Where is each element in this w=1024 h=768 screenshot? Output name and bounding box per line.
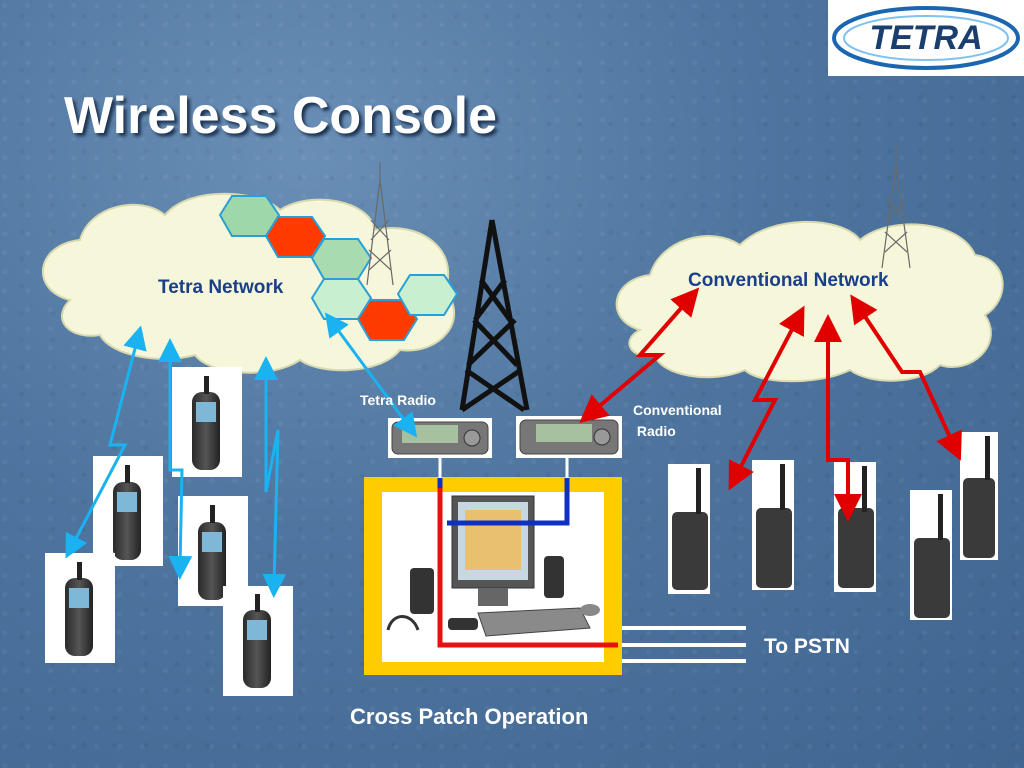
conventional-radio-label: Conventional Radio (633, 402, 722, 439)
tetra-radio-links (65, 312, 418, 598)
walkie-talkie-icon (960, 432, 998, 560)
conventional-radio-links (579, 287, 962, 522)
walkie-talkie-icon (752, 460, 794, 590)
console-workstation-icon (364, 477, 622, 675)
tetra-network-label: Tetra Network (158, 277, 284, 298)
tower-icon (459, 219, 530, 413)
to-pstn-label: To PSTN (764, 635, 850, 658)
conventional-network-label: Conventional Network (688, 270, 889, 291)
logo-text: TETRA (869, 19, 982, 57)
handset-icon (93, 456, 163, 566)
walkie-talkie-icon (668, 464, 710, 594)
page-title: Wireless Console (64, 87, 498, 145)
tower-icon (881, 145, 911, 269)
handset-icon (223, 586, 293, 696)
conventional-network-cloud (615, 220, 1004, 383)
console-wiring (437, 458, 618, 648)
tetra-radio-label: Tetra Radio (360, 392, 436, 408)
mobile-radio-icon (388, 418, 492, 458)
tetra-logo: TETRA (828, 0, 1024, 76)
mobile-radio-icon (516, 416, 622, 458)
tower-icon (366, 162, 394, 286)
handset-icon (172, 367, 242, 477)
cross-patch-label: Cross Patch Operation (350, 704, 589, 729)
walkie-talkie-icon (834, 462, 876, 592)
walkie-talkie-icon (910, 490, 952, 620)
pstn-lines (622, 626, 746, 663)
handset-icon (45, 553, 115, 663)
